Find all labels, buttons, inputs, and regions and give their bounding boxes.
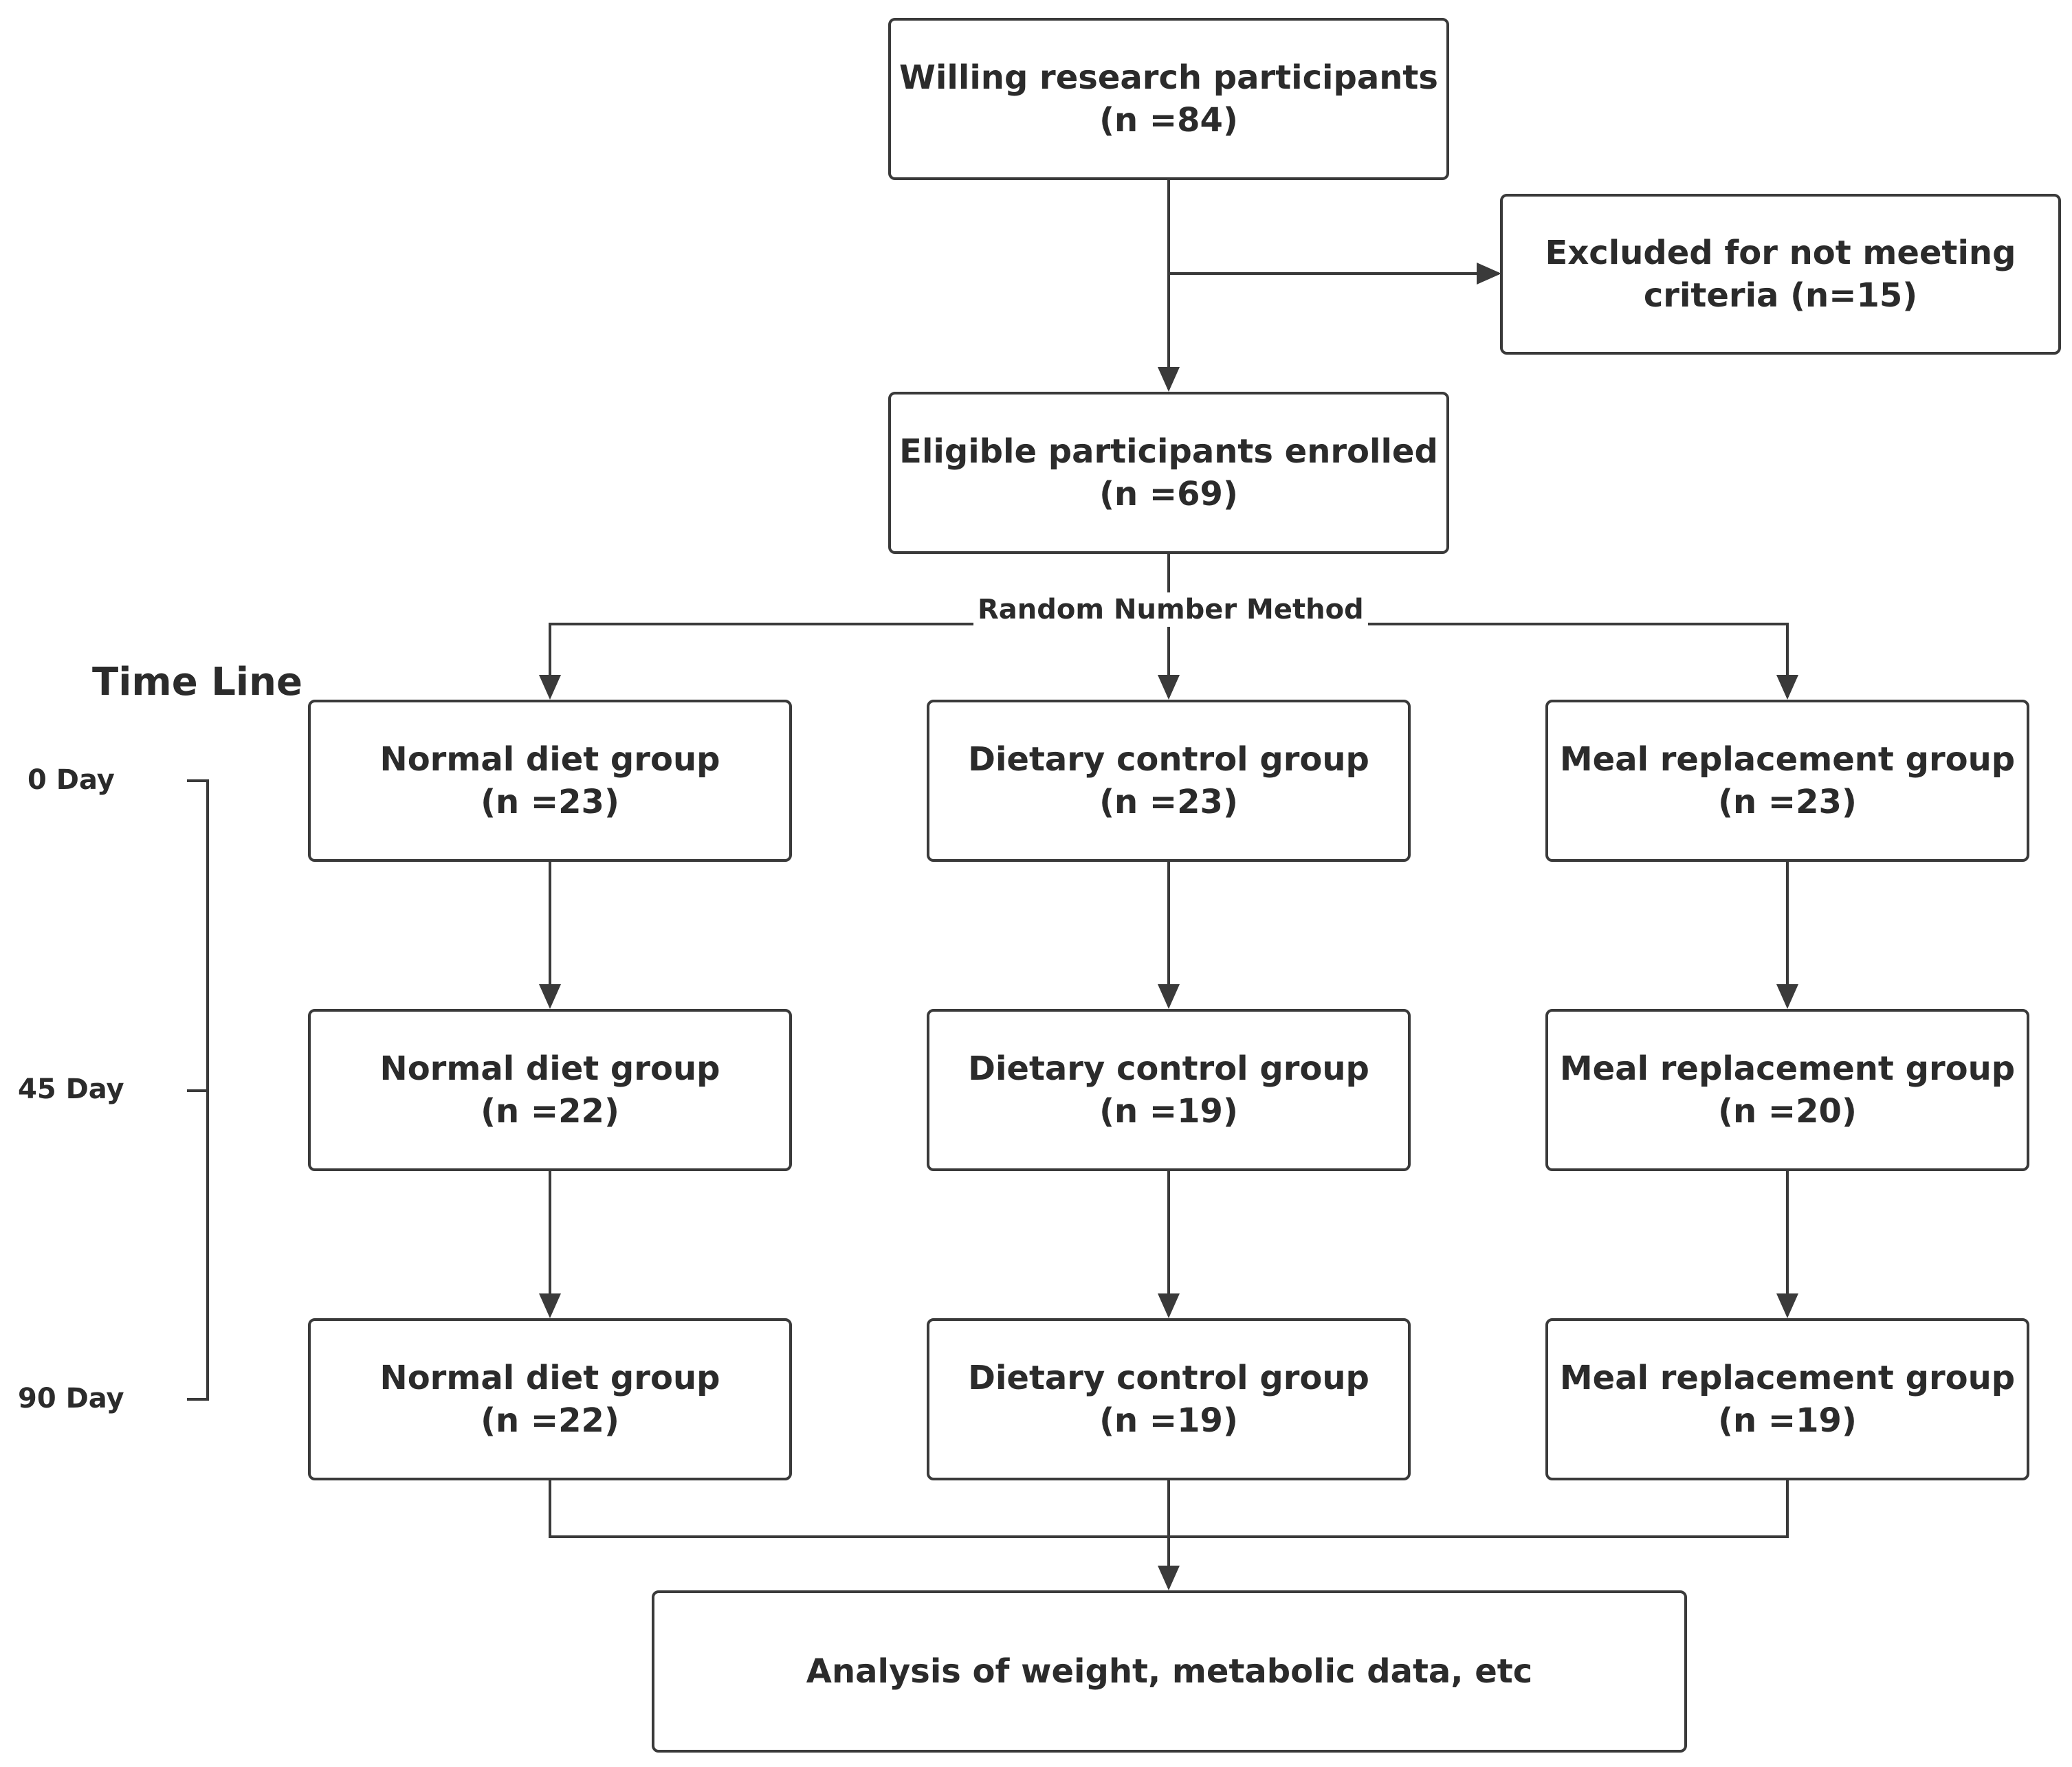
excluded-box: Excluded for not meeting criteria (n=15)	[1500, 194, 2061, 355]
group-count: (n =22)	[481, 1401, 619, 1440]
group-count: (n =23)	[1718, 783, 1857, 821]
arrowhead-eligible	[1158, 367, 1180, 392]
willing-participants-label: Willing research participants	[899, 58, 1438, 97]
analysis-box: Analysis of weight, metabolic data, etc	[652, 1590, 1687, 1753]
arrowhead-col3-0	[1776, 675, 1798, 700]
arrowhead-col1-45	[539, 984, 561, 1009]
timeline-day-90: 90 Day	[18, 1383, 124, 1414]
excluded-count: criteria (n=15)	[1643, 276, 1918, 315]
edge-random-right	[1169, 623, 1789, 697]
arrowhead-col2-90	[1158, 1293, 1180, 1318]
edge-random-left	[549, 623, 1169, 697]
group-name: Dietary control group	[968, 1049, 1369, 1088]
group-count: (n =23)	[1099, 783, 1238, 821]
normal-diet-group-day90-box: Normal diet group (n =22)	[308, 1318, 792, 1480]
group-name: Normal diet group	[379, 1359, 720, 1397]
group-name: Meal replacement group	[1559, 1359, 2016, 1397]
arrowhead-col3-90	[1776, 1293, 1798, 1318]
random-number-method-label: Random Number Method	[973, 592, 1368, 627]
arrowhead-col1-0	[539, 675, 561, 700]
timeline-day-0: 0 Day	[27, 764, 115, 796]
group-count: (n =20)	[1718, 1092, 1857, 1131]
excluded-label: Excluded for not meeting	[1545, 234, 2016, 272]
dietary-control-group-day90-box: Dietary control group (n =19)	[927, 1318, 1411, 1480]
group-count: (n =19)	[1099, 1092, 1238, 1131]
group-count: (n =23)	[481, 783, 619, 821]
group-count: (n =19)	[1099, 1401, 1238, 1440]
edge-merge-left	[549, 1480, 1169, 1538]
edge-merge-right	[1169, 1480, 1789, 1538]
group-name: Meal replacement group	[1559, 740, 2016, 779]
group-count: (n =22)	[481, 1092, 619, 1131]
normal-diet-group-day45-box: Normal diet group (n =22)	[308, 1009, 792, 1171]
willing-participants-count: (n =84)	[1099, 101, 1238, 140]
eligible-participants-count: (n =69)	[1099, 475, 1238, 513]
willing-participants-box: Willing research participants (n =84)	[888, 18, 1449, 180]
group-name: Meal replacement group	[1559, 1049, 2016, 1088]
normal-diet-group-day0-box: Normal diet group (n =23)	[308, 700, 792, 862]
analysis-label: Analysis of weight, metabolic data, etc	[806, 1652, 1533, 1691]
arrowhead-col3-45	[1776, 984, 1798, 1009]
group-name: Dietary control group	[968, 1359, 1369, 1397]
dietary-control-group-day45-box: Dietary control group (n =19)	[927, 1009, 1411, 1171]
timeline-day-45: 45 Day	[18, 1074, 124, 1105]
arrowhead-col1-90	[539, 1293, 561, 1318]
group-name: Normal diet group	[379, 1049, 720, 1088]
meal-replacement-group-day0-box: Meal replacement group (n =23)	[1545, 700, 2029, 862]
group-name: Normal diet group	[379, 740, 720, 779]
timeline-title: Time Line	[92, 660, 302, 704]
arrowhead-analysis	[1158, 1566, 1180, 1590]
meal-replacement-group-day90-box: Meal replacement group (n =19)	[1545, 1318, 2029, 1480]
group-name: Dietary control group	[968, 740, 1369, 779]
arrowhead-col2-45	[1158, 984, 1180, 1009]
meal-replacement-group-day45-box: Meal replacement group (n =20)	[1545, 1009, 2029, 1171]
arrowhead-col2-0	[1158, 675, 1180, 700]
dietary-control-group-day0-box: Dietary control group (n =23)	[927, 700, 1411, 862]
eligible-participants-box: Eligible participants enrolled (n =69)	[888, 392, 1449, 554]
eligible-participants-label: Eligible participants enrolled	[899, 432, 1438, 471]
arrowhead-excluded	[1477, 263, 1501, 285]
group-count: (n =19)	[1718, 1401, 1857, 1440]
